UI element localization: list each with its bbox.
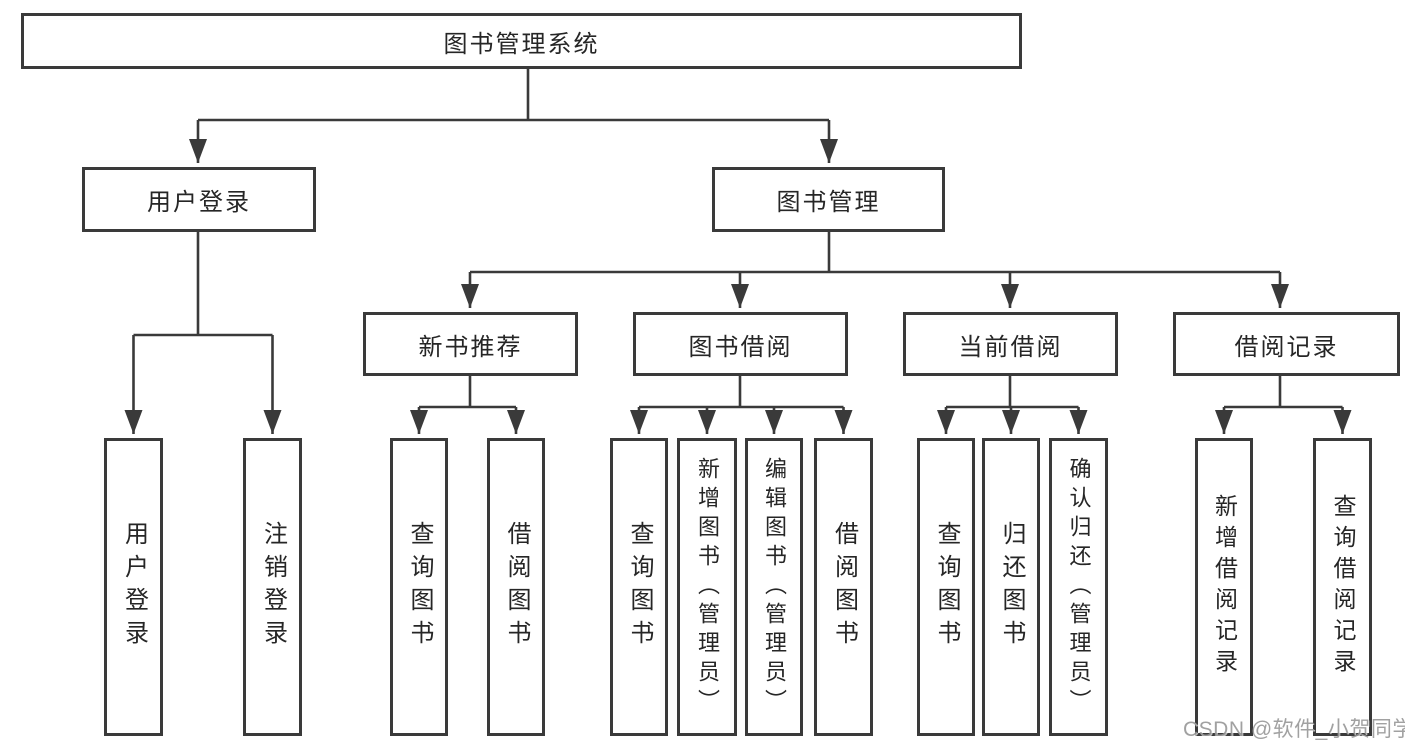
leaf-borrow-query-book-label: 查询图书 (626, 521, 653, 653)
leaf-add-book-admin-label: 新增图书（管理员） (695, 456, 720, 718)
leaf-confirm-return-admin-label: 确认归还（管理员） (1066, 456, 1092, 718)
node-book-borrow: 图书借阅 (633, 312, 848, 376)
leaf-logout-login-label: 注销登录 (259, 521, 287, 653)
leaf-newbook-borrow-book-label: 借阅图书 (503, 521, 530, 653)
leaf-return-book-label: 归还图书 (998, 521, 1025, 653)
leaf-borrow-borrow-book: 借阅图书 (814, 438, 873, 736)
leaf-user-login-label: 用户登录 (120, 521, 148, 653)
leaf-confirm-return-admin: 确认归还（管理员） (1049, 438, 1108, 736)
leaf-newbook-query-book-label: 查询图书 (406, 521, 433, 653)
leaf-add-borrow-record: 新增借阅记录 (1195, 438, 1253, 736)
node-book-management-label: 图书管理 (776, 189, 881, 216)
node-new-book-recommend-label: 新书推荐 (418, 333, 523, 361)
node-book-borrow-label: 图书借阅 (688, 333, 793, 361)
leaf-newbook-query-book: 查询图书 (390, 438, 448, 736)
leaf-logout-login: 注销登录 (243, 438, 302, 736)
leaf-borrow-borrow-book-label: 借阅图书 (830, 521, 858, 653)
leaf-edit-book-admin-label: 编辑图书（管理员） (762, 456, 787, 718)
leaf-add-borrow-record-label: 新增借阅记录 (1211, 494, 1238, 680)
leaf-newbook-borrow-book: 借阅图书 (487, 438, 545, 736)
edge-borrow-record-children (1215, 376, 1352, 434)
leaf-query-borrow-record: 查询借阅记录 (1313, 438, 1372, 736)
edge-user-login-children (124, 232, 282, 434)
leaf-query-borrow-record-label: 查询借阅记录 (1330, 494, 1356, 680)
edge-new-book-children (410, 376, 525, 434)
node-user-login: 用户登录 (82, 167, 316, 232)
leaf-current-query-book: 查询图书 (917, 438, 975, 736)
node-root-system: 图书管理系统 (21, 13, 1022, 69)
node-current-borrow-label: 当前借阅 (958, 333, 1063, 361)
leaf-borrow-query-book: 查询图书 (610, 438, 668, 736)
node-borrow-record-label: 借阅记录 (1234, 333, 1339, 361)
leaf-user-login: 用户登录 (104, 438, 163, 736)
edge-book-management-groups (461, 232, 1289, 308)
node-user-login-label: 用户登录 (147, 189, 251, 216)
node-new-book-recommend: 新书推荐 (363, 312, 578, 376)
leaf-current-query-book-label: 查询图书 (933, 521, 960, 653)
leaf-add-book-admin: 新增图书（管理员） (677, 438, 737, 736)
leaf-edit-book-admin: 编辑图书（管理员） (745, 438, 803, 736)
csdn-watermark: CSDN @软件_小贺同学 (1183, 718, 1405, 741)
edge-book-borrow-children (630, 376, 853, 434)
node-borrow-record: 借阅记录 (1173, 312, 1400, 376)
edge-current-borrow-children (937, 376, 1088, 434)
node-book-management: 图书管理 (712, 167, 945, 232)
node-root-label: 图书管理系统 (443, 30, 600, 58)
leaf-return-book: 归还图书 (982, 438, 1040, 736)
node-current-borrow: 当前借阅 (903, 312, 1118, 376)
edge-root-to-level2 (189, 69, 838, 163)
